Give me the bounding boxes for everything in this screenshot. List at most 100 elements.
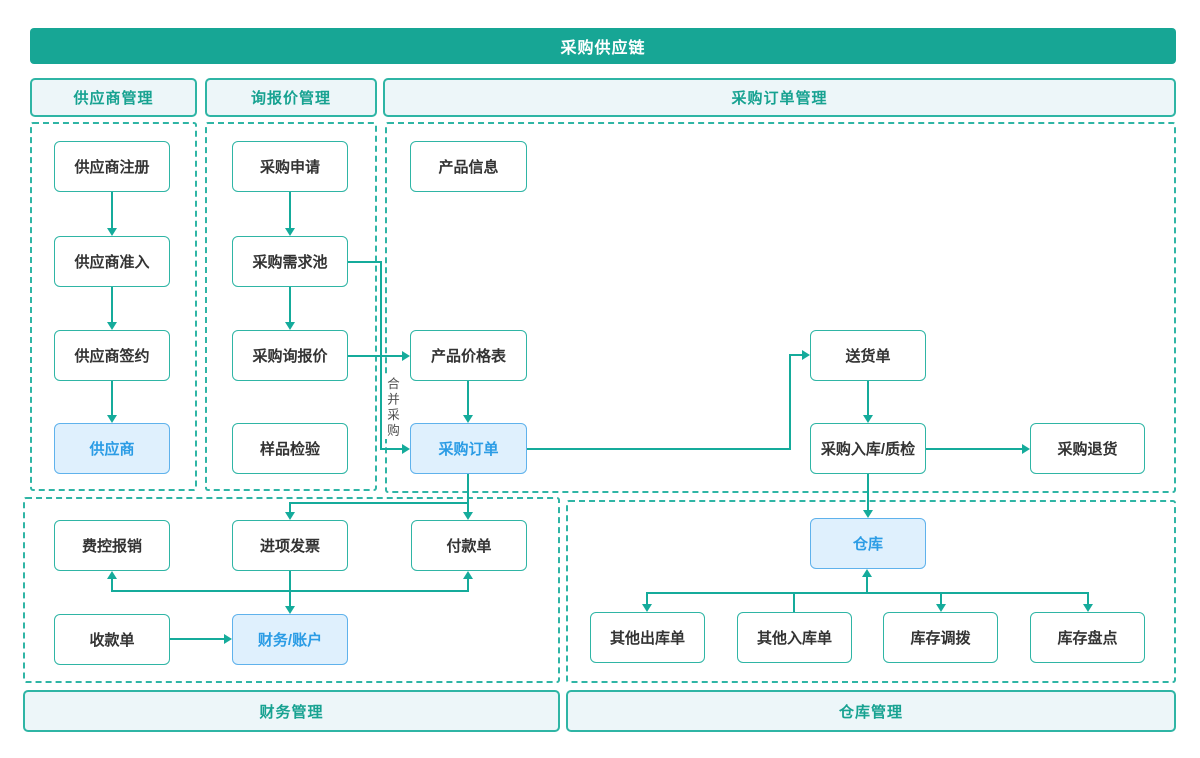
node-product-price-list[interactable]: 产品价格表 <box>410 330 527 381</box>
node-other-inbound[interactable]: 其他入库单 <box>737 612 852 663</box>
container-finance <box>23 497 560 683</box>
node-label: 库存调拨 <box>910 630 971 647</box>
edge-pool-to-rfq <box>289 287 291 323</box>
edge-pricelist-to-po <box>467 381 469 416</box>
node-label: 采购询报价 <box>252 348 328 365</box>
node-purchase-return[interactable]: 采购退货 <box>1030 423 1145 474</box>
edge-delivery-to-inbound-arrow <box>863 415 873 423</box>
edge-pool-to-po-arrow <box>402 444 410 454</box>
edge-delivery-to-inbound <box>867 381 869 416</box>
section-footer-label: 仓库管理 <box>838 703 903 721</box>
section-footer-label: 财务管理 <box>259 703 324 721</box>
node-label: 其他入库单 <box>756 630 832 647</box>
node-label: 采购申请 <box>259 159 320 176</box>
node-label: 送货单 <box>845 348 891 365</box>
edge-warehouse-to-other-outbound-arrow <box>642 604 652 612</box>
node-label: 其他出库单 <box>609 630 685 647</box>
node-label: 进项发票 <box>259 538 320 555</box>
node-inventory-count[interactable]: 库存盘点 <box>1030 612 1145 663</box>
node-input-invoice[interactable]: 进项发票 <box>232 520 348 571</box>
edge-invoice-to-account <box>289 571 291 607</box>
edge-pool-to-rfq-arrow <box>285 322 295 330</box>
edge-po-to-invoice <box>289 502 291 513</box>
node-label: 收款单 <box>89 632 135 649</box>
edge-po-to-invoice-arrow <box>285 512 295 520</box>
edge-account-to-payment <box>467 578 469 591</box>
edge-invoice-to-account-arrow <box>285 606 295 614</box>
banner-purchase-supply-chain: 采购供应链 <box>30 28 1176 64</box>
node-label: 供应商准入 <box>74 254 150 271</box>
edge-account-to-expense-arrow <box>107 571 117 579</box>
node-payment-slip[interactable]: 付款单 <box>411 520 527 571</box>
node-label: 采购需求池 <box>252 254 328 271</box>
section-header-inquiry: 询报价管理 <box>205 78 377 117</box>
edge-po-to-delivery <box>527 448 791 450</box>
edge-inbound-to-warehouse-arrow <box>863 510 873 518</box>
node-supplier[interactable]: 供应商 <box>54 423 170 474</box>
merge-purchase-label: 合并采购 <box>384 377 399 439</box>
edge-warehouse-distributor <box>646 592 1089 594</box>
container-inquiry <box>205 122 377 491</box>
edge-po-to-finance <box>289 502 469 504</box>
node-expense-reimbursement[interactable]: 费控报销 <box>54 520 170 571</box>
edge-warehouse-to-other-outbound <box>646 592 648 604</box>
node-warehouse[interactable]: 仓库 <box>810 518 926 569</box>
node-supplier-register[interactable]: 供应商注册 <box>54 141 170 192</box>
edge-rfq-to-pricelist-arrow <box>402 351 410 361</box>
section-header-purchase-order: 采购订单管理 <box>383 78 1176 117</box>
node-label: 采购退货 <box>1057 441 1118 458</box>
node-demand-pool[interactable]: 采购需求池 <box>232 236 348 287</box>
edge-receipt-to-account <box>170 638 225 640</box>
banner-title: 采购供应链 <box>560 40 646 57</box>
node-label: 财务/账户 <box>257 632 323 649</box>
edge-pool-to-po <box>380 448 402 450</box>
edge-pool-to-po <box>348 261 382 263</box>
edge-po-to-payment <box>467 502 469 513</box>
node-finance-account[interactable]: 财务/账户 <box>232 614 348 665</box>
edge-inbound-to-return-arrow <box>1022 444 1030 454</box>
edge-access-to-sign-arrow <box>107 322 117 330</box>
node-label: 产品价格表 <box>430 348 506 365</box>
node-purchase-request[interactable]: 采购申请 <box>232 141 348 192</box>
section-header-label: 采购订单管理 <box>731 90 828 107</box>
edge-account-to-expense-payment <box>111 590 469 592</box>
node-supplier-sign[interactable]: 供应商签约 <box>54 330 170 381</box>
edge-warehouse-to-transfer-arrow <box>936 604 946 612</box>
edge-sign-to-supplier <box>111 381 113 416</box>
section-header-label: 供应商管理 <box>73 90 154 107</box>
node-product-info[interactable]: 产品信息 <box>410 141 527 192</box>
edge-po-to-delivery <box>789 354 791 450</box>
node-label: 供应商注册 <box>74 159 150 176</box>
node-label: 产品信息 <box>438 159 499 176</box>
edge-inbound-to-return <box>926 448 1023 450</box>
section-footer-warehouse: 仓库管理 <box>566 690 1176 732</box>
node-label: 费控报销 <box>81 538 142 555</box>
container-supplier <box>30 122 197 491</box>
edge-account-to-payment-arrow <box>463 571 473 579</box>
node-purchase-rfq[interactable]: 采购询报价 <box>232 330 348 381</box>
edge-po-to-delivery-arrow <box>802 350 810 360</box>
node-purchase-inbound-qc[interactable]: 采购入库/质检 <box>810 423 926 474</box>
edge-inbound-to-warehouse <box>867 474 869 511</box>
node-inventory-transfer[interactable]: 库存调拨 <box>883 612 998 663</box>
edge-warehouse-to-count-arrow <box>1083 604 1093 612</box>
node-delivery-note[interactable]: 送货单 <box>810 330 926 381</box>
edge-receipt-to-account-arrow <box>224 634 232 644</box>
edge-other-inbound-to-warehouse <box>793 592 795 612</box>
edge-po-to-finance <box>467 474 469 504</box>
container-warehouse <box>566 500 1176 683</box>
edge-request-to-pool-arrow <box>285 228 295 236</box>
edge-register-to-access-arrow <box>107 228 117 236</box>
edge-po-to-payment-arrow <box>463 512 473 520</box>
edge-account-to-expense <box>111 578 113 591</box>
node-purchase-order[interactable]: 采购订单 <box>410 423 527 474</box>
node-supplier-access[interactable]: 供应商准入 <box>54 236 170 287</box>
container-purchase-order <box>385 122 1176 493</box>
node-label: 仓库 <box>852 536 883 553</box>
node-label: 采购入库/质检 <box>820 441 916 458</box>
node-sample-inspection[interactable]: 样品检验 <box>232 423 348 474</box>
node-other-outbound[interactable]: 其他出库单 <box>590 612 705 663</box>
node-receipt-slip[interactable]: 收款单 <box>54 614 170 665</box>
edge-access-to-sign <box>111 287 113 323</box>
